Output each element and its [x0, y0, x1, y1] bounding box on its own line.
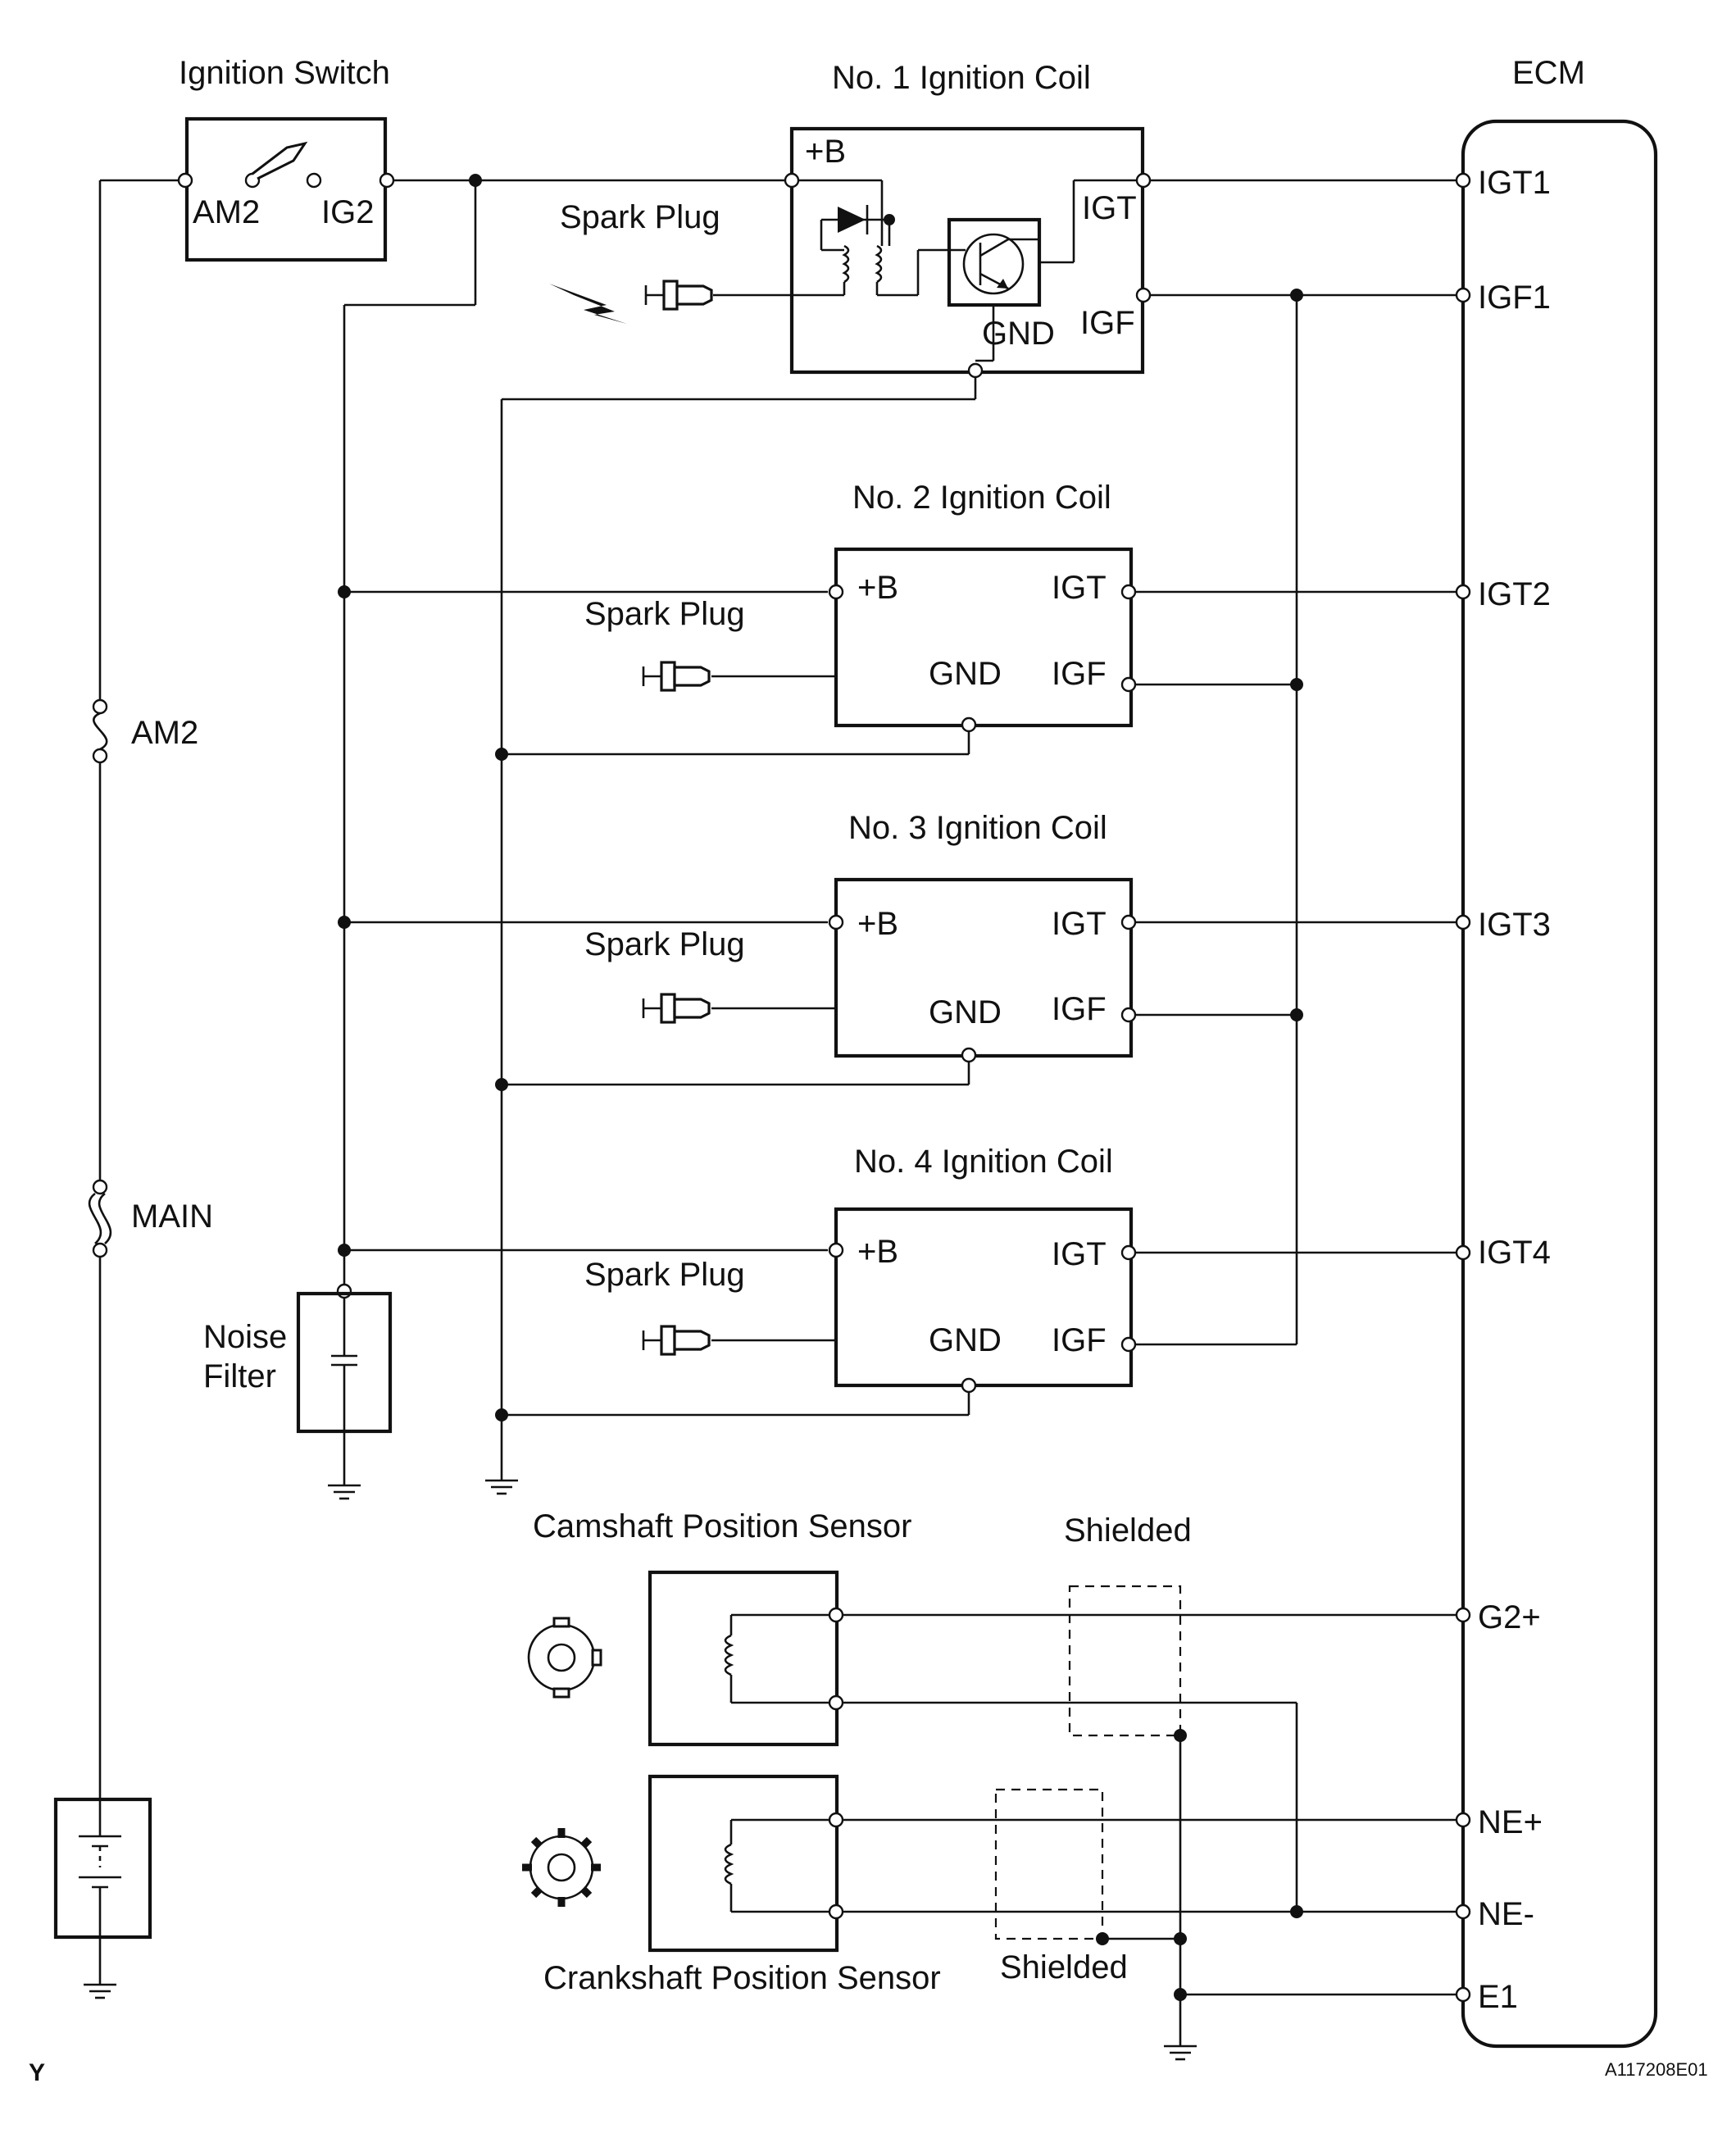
spark-plug-2-label: Spark Plug: [584, 596, 745, 632]
ecm-terminal-igf1: IGF1: [1478, 280, 1551, 316]
figure-code: A117208E01: [1605, 2059, 1708, 2080]
fuse-main-label: MAIN: [131, 1199, 213, 1235]
ecm-terminal-ne-minus: NE-: [1478, 1896, 1534, 1932]
crankshaft-position-sensor: [648, 1774, 844, 1953]
transistor-icon: [947, 179, 1137, 362]
coil-1-title: No. 1 Ignition Coil: [832, 60, 1091, 96]
ignition-switch-am2-pin: AM2: [193, 194, 260, 230]
igf-bus: [1134, 289, 1463, 1346]
ecm-terminal-igt2: IGT2: [1478, 576, 1551, 612]
ignition-coil-3: [711, 877, 1137, 1063]
ecm-terminal-igt4: IGT4: [1478, 1235, 1551, 1271]
fuse-am2-icon: [92, 698, 108, 764]
coil-1-igt: IGT: [1082, 190, 1137, 226]
ignition-coil-4: [711, 1207, 1137, 1394]
shield-camshaft: [1068, 1585, 1182, 1737]
coil-2-title: No. 2 Ignition Coil: [852, 480, 1111, 516]
footer-left-mark: Y: [29, 2059, 45, 2086]
spark-icon: [549, 284, 627, 324]
shield-crankshaft: [994, 1788, 1104, 1940]
spark-plug-2-icon: [642, 661, 711, 692]
camshaft-sensor-label: Camshaft Position Sensor: [533, 1508, 911, 1544]
coil-4-igf: IGF: [1052, 1322, 1107, 1358]
coil-2-plus-b: +B: [857, 570, 898, 606]
coil-4-igt: IGT: [1052, 1236, 1107, 1272]
gear-icon: [522, 1828, 601, 1907]
camshaft-position-sensor: [648, 1570, 844, 1747]
fuse-am2-label: AM2: [131, 715, 198, 751]
coil-3-gnd: GND: [929, 994, 1002, 1030]
noise-filter-label-line1: Noise: [203, 1319, 287, 1355]
ecm-title: ECM: [1512, 55, 1585, 91]
coil-4-plus-b: +B: [857, 1234, 898, 1270]
spark-plug-1-label: Spark Plug: [560, 199, 720, 235]
power-bus: [338, 174, 828, 1287]
coil-3-plus-b: +B: [857, 906, 898, 942]
battery-circuit: [98, 179, 185, 1799]
noise-filter-label-line2: Filter: [203, 1358, 276, 1394]
ecm-terminal-e1: E1: [1478, 1979, 1518, 2015]
shielded-top-label: Shielded: [1064, 1512, 1192, 1549]
spark-plug-3-label: Spark Plug: [584, 926, 745, 962]
battery-icon: [53, 1797, 152, 1972]
coil-3-igt: IGT: [1052, 906, 1107, 942]
coil-ground-symbol-icon: [484, 1466, 520, 1495]
crankshaft-sensor-label: Crankshaft Position Sensor: [543, 1960, 941, 1996]
diode-icon: [820, 205, 895, 252]
ignition-switch-title: Ignition Switch: [179, 55, 390, 91]
coil-3-title: No. 3 Ignition Coil: [848, 810, 1107, 846]
coil-3-igf: IGF: [1052, 991, 1107, 1027]
coil-2-gnd: GND: [929, 656, 1002, 692]
ignition-switch: [177, 116, 395, 262]
sensor-ground-symbol-icon: [1162, 2031, 1198, 2061]
spark-plug-4-label: Spark Plug: [584, 1257, 745, 1293]
fuse-main-icon: [88, 1179, 112, 1258]
coil-4-gnd: GND: [929, 1322, 1002, 1358]
ecm-terminal-ne-plus: NE+: [1478, 1804, 1543, 1840]
spark-plug-3-icon: [642, 993, 711, 1024]
ground-bus: [495, 371, 977, 1467]
ignition-coil-1: [713, 126, 1152, 379]
spark-plug-1-icon: [644, 280, 713, 311]
battery-ground-symbol-icon: [82, 1970, 118, 1999]
ignition-coil-2: [711, 547, 1137, 733]
igt-wires: [1135, 179, 1463, 1254]
ecm-terminal-g2-plus: G2+: [1478, 1599, 1541, 1635]
shielded-bottom-label: Shielded: [1000, 1949, 1128, 1985]
noise-filter-ground-symbol-icon: [326, 1471, 362, 1500]
ignition-switch-ig2-pin: IG2: [321, 194, 374, 230]
ecm-block: [1455, 119, 1658, 2049]
coil-1-gnd: GND: [982, 316, 1055, 352]
coil-1-plus-b: +B: [805, 134, 846, 170]
noise-filter: [296, 1283, 393, 1472]
coil-2-igf: IGF: [1052, 656, 1107, 692]
coil-icon: [811, 220, 949, 297]
coil-4-title: No. 4 Ignition Coil: [854, 1144, 1113, 1180]
spark-plug-4-icon: [642, 1325, 711, 1356]
ecm-terminal-igt3: IGT3: [1478, 907, 1551, 943]
coil-2-igt: IGT: [1052, 570, 1107, 606]
coil-1-igf: IGF: [1080, 305, 1135, 341]
ecm-terminal-igt1: IGT1: [1478, 165, 1551, 201]
camshaft-rotor-icon: [527, 1617, 602, 1699]
